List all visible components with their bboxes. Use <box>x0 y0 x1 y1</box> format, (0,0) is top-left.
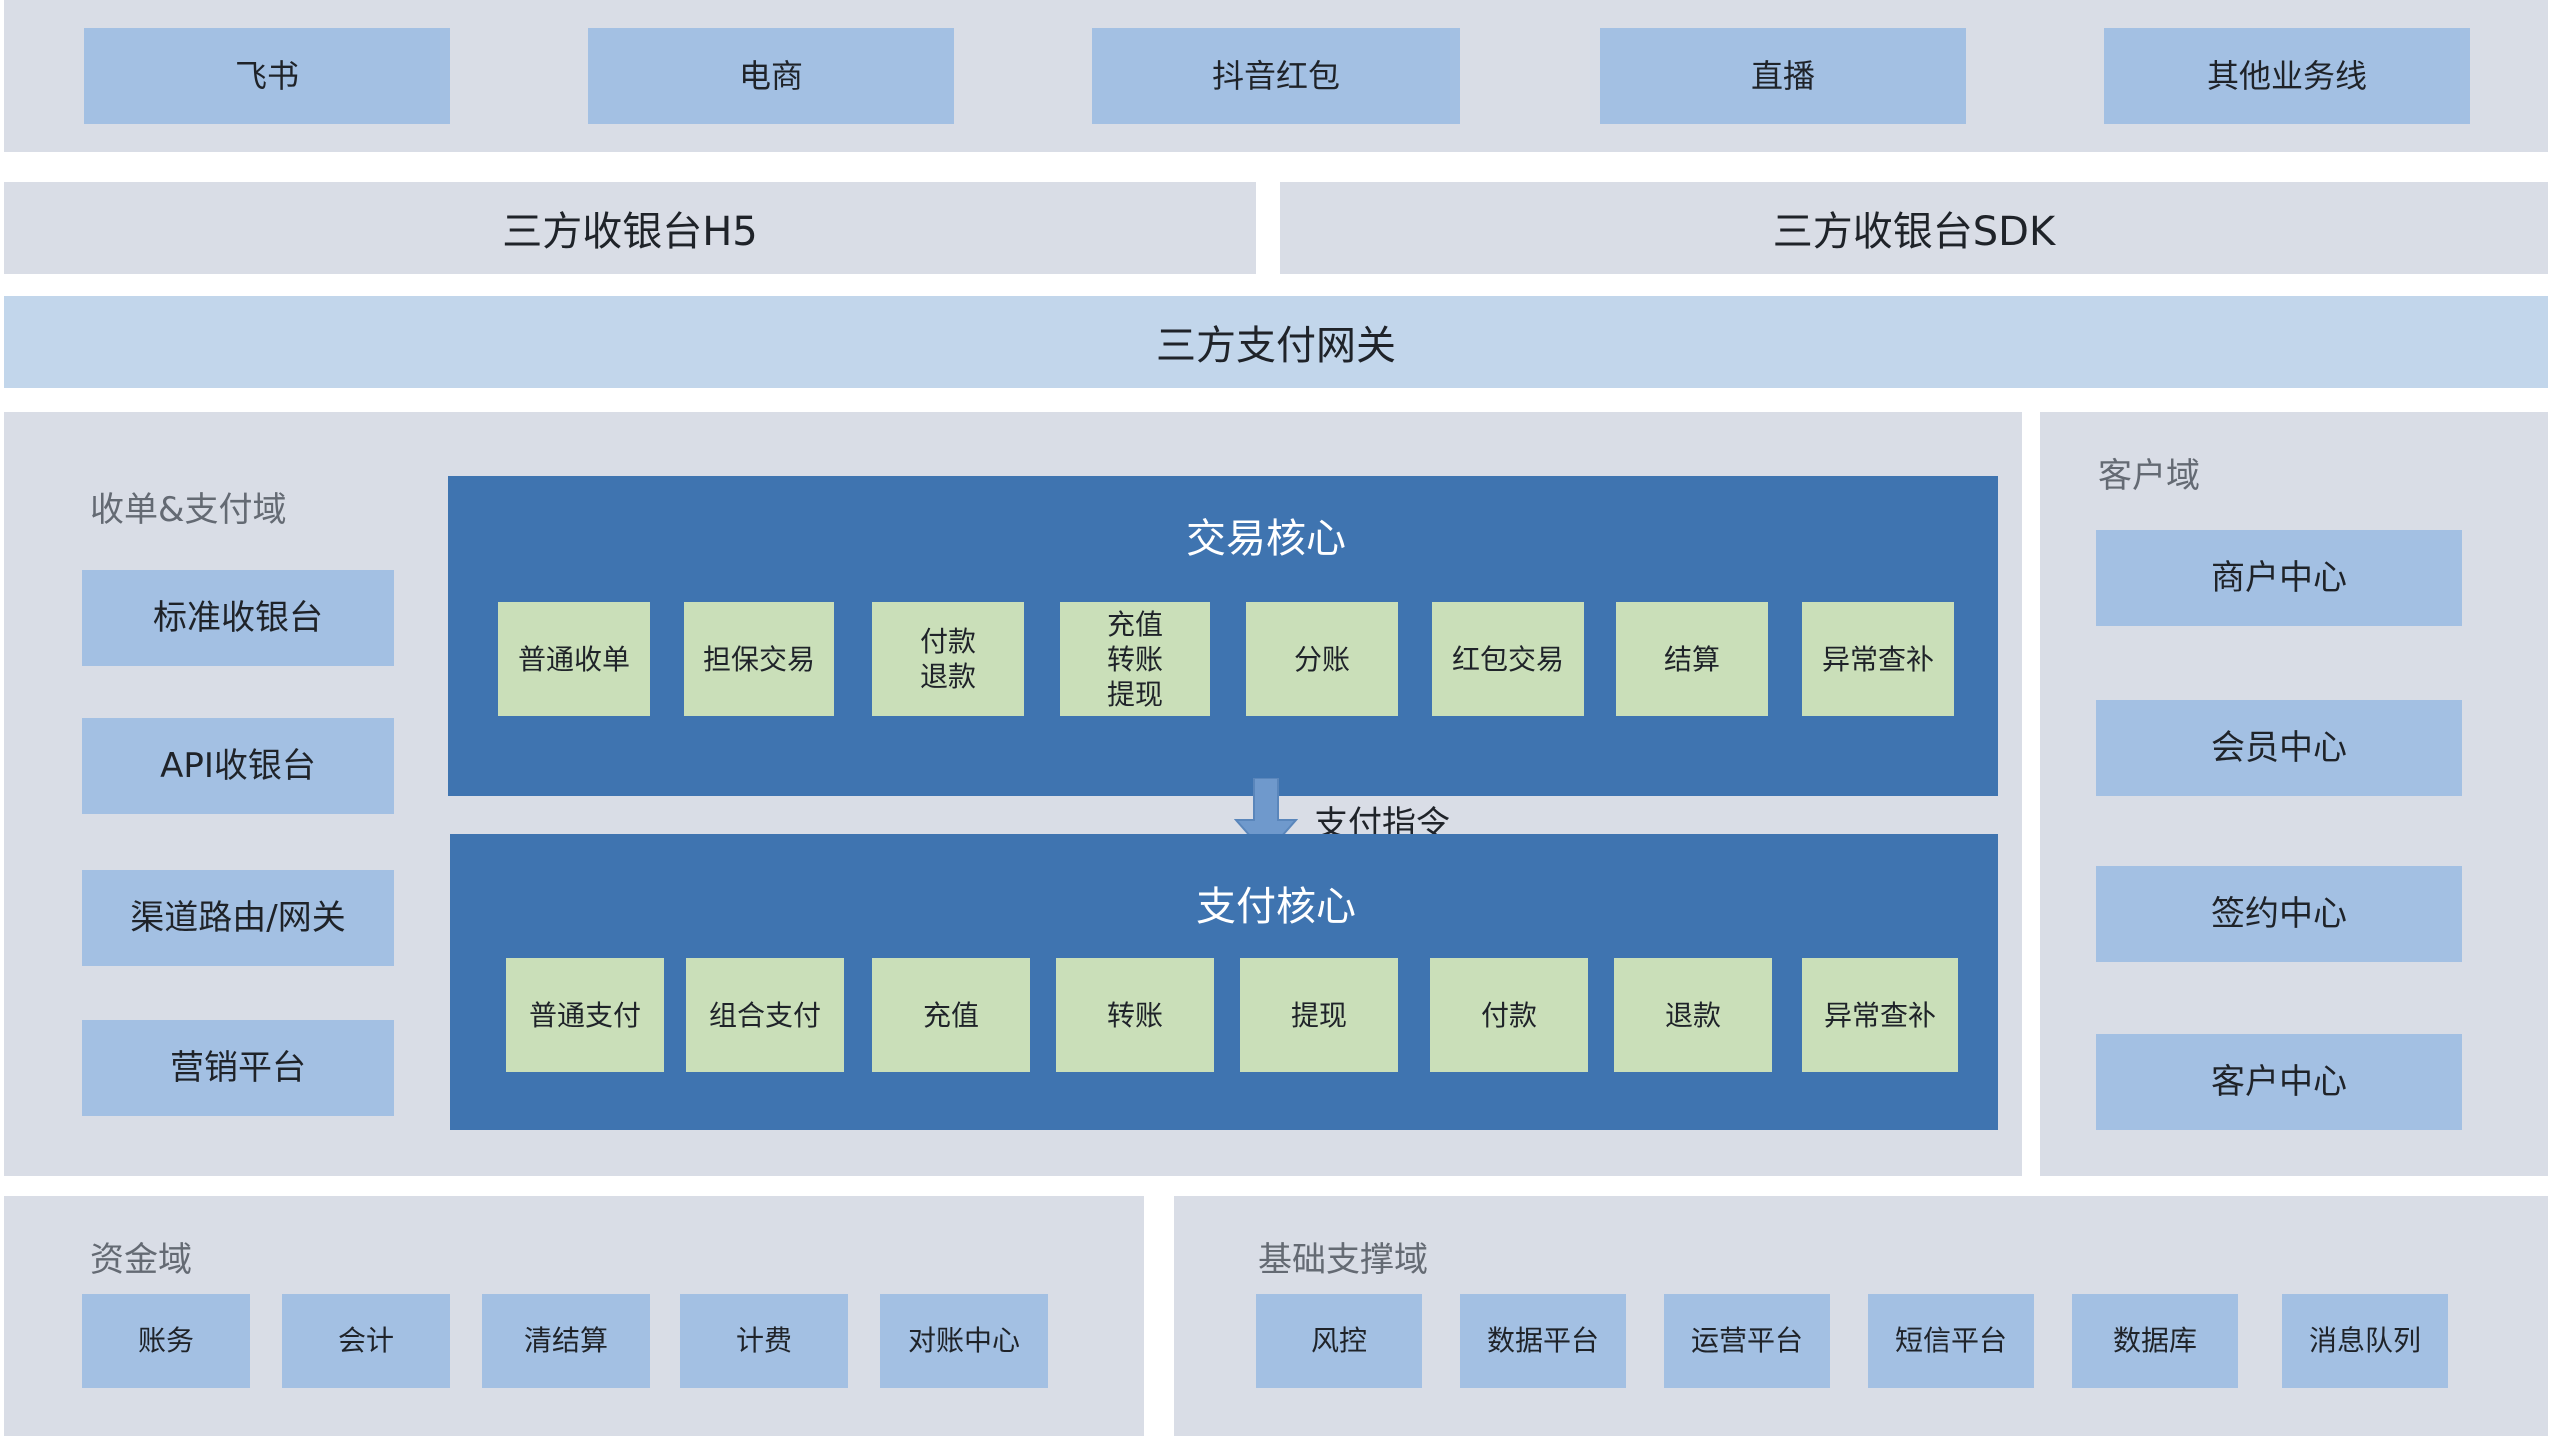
cashier-h5[interactable]: 三方收银台H5 <box>4 182 1256 274</box>
payment-module[interactable]: 普通支付 <box>506 958 664 1072</box>
customer-center[interactable]: 客户中心 <box>2096 1034 2462 1130</box>
channel-live[interactable]: 直播 <box>1600 28 1966 124</box>
trade-module[interactable]: 普通收单 <box>498 602 650 716</box>
payment-gateway[interactable]: 三方支付网关 <box>4 296 2548 388</box>
trade-module[interactable]: 异常查补 <box>1802 602 1954 716</box>
payment-module[interactable]: 退款 <box>1614 958 1772 1072</box>
merchant-center[interactable]: 商户中心 <box>2096 530 2462 626</box>
payment-module[interactable]: 组合支付 <box>686 958 844 1072</box>
trade-core-title: 交易核心 <box>1186 516 1346 562</box>
channel-other-business[interactable]: 其他业务线 <box>2104 28 2470 124</box>
signing-center[interactable]: 签约中心 <box>2096 866 2462 962</box>
api-cashier[interactable]: API收银台 <box>82 718 394 814</box>
trade-module[interactable]: 付款 退款 <box>872 602 1024 716</box>
channel-ecommerce[interactable]: 电商 <box>588 28 954 124</box>
acquiring-domain-title: 收单&支付域 <box>90 490 287 530</box>
infra-item[interactable]: 短信平台 <box>1868 1294 2034 1388</box>
trade-module[interactable]: 充值 转账 提现 <box>1060 602 1210 716</box>
payment-module[interactable]: 异常查补 <box>1802 958 1958 1072</box>
channel-feishu[interactable]: 飞书 <box>84 28 450 124</box>
funds-item[interactable]: 会计 <box>282 1294 450 1388</box>
standard-cashier[interactable]: 标准收银台 <box>82 570 394 666</box>
customer-domain-title: 客户域 <box>2098 456 2200 496</box>
funds-item[interactable]: 清结算 <box>482 1294 650 1388</box>
payment-module[interactable]: 充值 <box>872 958 1030 1072</box>
cashier-sdk[interactable]: 三方收银台SDK <box>1280 182 2548 274</box>
infra-item[interactable]: 数据库 <box>2072 1294 2238 1388</box>
infra-domain-title: 基础支撑域 <box>1258 1240 1428 1280</box>
channel-douyin-redpacket[interactable]: 抖音红包 <box>1092 28 1460 124</box>
trade-module[interactable]: 结算 <box>1616 602 1768 716</box>
trade-module[interactable]: 担保交易 <box>684 602 834 716</box>
funds-item[interactable]: 计费 <box>680 1294 848 1388</box>
infra-item[interactable]: 消息队列 <box>2282 1294 2448 1388</box>
funds-domain-title: 资金域 <box>90 1240 192 1280</box>
trade-module[interactable]: 分账 <box>1246 602 1398 716</box>
payment-module[interactable]: 付款 <box>1430 958 1588 1072</box>
funds-item[interactable]: 对账中心 <box>880 1294 1048 1388</box>
payment-core-title: 支付核心 <box>1196 884 1356 930</box>
channel-routing-gateway[interactable]: 渠道路由/网关 <box>82 870 394 966</box>
infra-item[interactable]: 运营平台 <box>1664 1294 1830 1388</box>
marketing-platform[interactable]: 营销平台 <box>82 1020 394 1116</box>
payment-module[interactable]: 提现 <box>1240 958 1398 1072</box>
member-center[interactable]: 会员中心 <box>2096 700 2462 796</box>
trade-module[interactable]: 红包交易 <box>1432 602 1584 716</box>
funds-item[interactable]: 账务 <box>82 1294 250 1388</box>
payment-module[interactable]: 转账 <box>1056 958 1214 1072</box>
infra-item[interactable]: 风控 <box>1256 1294 1422 1388</box>
infra-item[interactable]: 数据平台 <box>1460 1294 1626 1388</box>
